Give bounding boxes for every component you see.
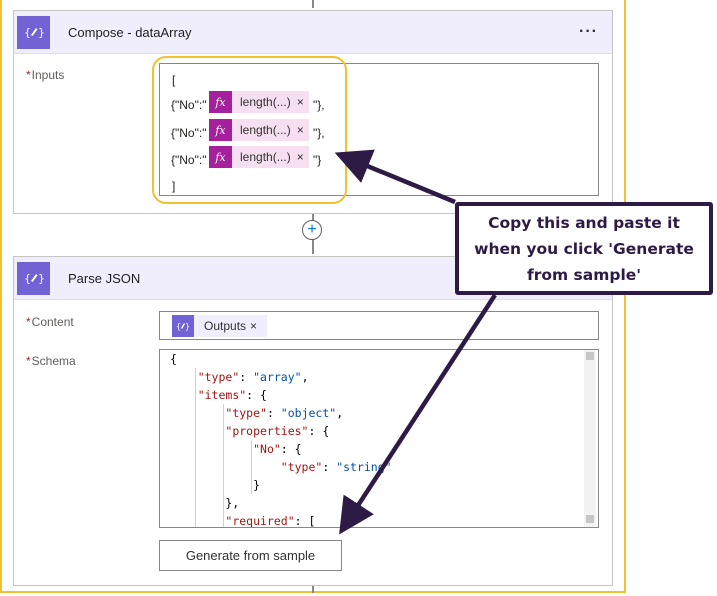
outputs-token-label: Outputs (204, 319, 247, 333)
arrow-to-generate-button (339, 293, 497, 535)
bottom-connector (312, 586, 314, 593)
required-mark: * (26, 315, 31, 329)
remove-token-icon[interactable]: × (250, 319, 258, 333)
close-bracket: ] (172, 179, 176, 193)
required-mark: * (26, 354, 31, 368)
plus-icon[interactable]: + (302, 220, 322, 240)
fx-expression-icon: fx (209, 119, 232, 141)
row-prefix: {"No":" (171, 126, 207, 140)
length-expression-token[interactable]: fx length(...) × (209, 119, 309, 141)
required-mark: * (26, 68, 31, 82)
parse-json-braces-icon: { } (17, 261, 50, 295)
code-line: "properties": { (225, 424, 330, 438)
instruction-callout: Copy this and paste it when you click 'G… (455, 202, 713, 295)
schema-editor[interactable]: { "type": "array", "items": { "type": "o… (159, 349, 599, 528)
svg-text:{: { (24, 272, 31, 285)
token-label: length(...) (240, 95, 291, 109)
generate-from-sample-button[interactable]: Generate from sample (159, 540, 342, 571)
svg-text:{: { (24, 26, 31, 39)
top-connector (312, 0, 314, 8)
compose-title[interactable]: Compose - dataArray (68, 24, 192, 40)
code-line: "No": { (253, 442, 302, 456)
content-field[interactable]: { } Outputs × (159, 311, 599, 340)
compose-braces-icon: { } (17, 15, 50, 49)
schema-label: *Schema (26, 354, 76, 368)
code-line: "type": "string" (280, 460, 392, 474)
outputs-token[interactable]: { } Outputs × (172, 315, 268, 337)
code-line: "required": [ (225, 514, 316, 528)
more-dots-icon[interactable]: ··· (579, 23, 598, 40)
indent-guide (195, 368, 196, 527)
fx-expression-icon: fx (209, 91, 232, 113)
svg-text:}: } (38, 26, 44, 39)
compose-action-card: { } Compose - dataArray ··· *Inputs [ {"… (13, 10, 613, 214)
scroll-up-icon[interactable] (586, 352, 594, 360)
compose-braces-icon: { } (172, 315, 194, 337)
schema-label-text: Schema (31, 354, 76, 368)
compose-card-header[interactable]: { } Compose - dataArray ··· (14, 11, 612, 54)
row-suffix: "}, (313, 126, 325, 140)
code-line: { (170, 352, 177, 366)
inputs-label-text: Inputs (31, 68, 65, 82)
code-line: "type": "array", (197, 370, 309, 384)
indent-guide (251, 440, 252, 494)
schema-scrollbar[interactable] (584, 350, 596, 527)
svg-text:}: } (38, 272, 44, 285)
remove-token-icon[interactable]: × (296, 123, 304, 137)
svg-text:{: { (176, 322, 181, 331)
inputs-field[interactable]: [ {"No":" fx length(...) × "}, {"No":" f… (159, 63, 599, 196)
row-prefix: {"No":" (171, 153, 207, 167)
token-label: length(...) (240, 150, 291, 164)
token-label: length(...) (240, 123, 291, 137)
indent-guide (223, 404, 224, 527)
fx-expression-icon: fx (209, 146, 232, 168)
remove-token-icon[interactable]: × (296, 150, 304, 164)
row-prefix: {"No":" (171, 98, 207, 112)
scroll-down-icon[interactable] (586, 515, 594, 523)
content-label-text: Content (31, 315, 74, 329)
row-suffix: "}, (313, 98, 325, 112)
length-expression-token[interactable]: fx length(...) × (209, 91, 309, 113)
length-expression-token[interactable]: fx length(...) × (209, 146, 309, 168)
remove-token-icon[interactable]: × (296, 95, 304, 109)
code-line: }, (170, 496, 240, 510)
inputs-highlight-box (152, 56, 347, 204)
code-line: } (170, 478, 261, 492)
arrow-to-inputs (334, 149, 456, 205)
code-line: "type": "object", (225, 406, 344, 420)
row-suffix: "} (313, 153, 322, 167)
svg-text:}: } (185, 322, 190, 331)
content-label: *Content (26, 315, 74, 329)
code-line: "items": { (197, 388, 267, 402)
parse-json-title[interactable]: Parse JSON (68, 270, 141, 286)
open-bracket: [ (172, 73, 176, 87)
inputs-label: *Inputs (26, 68, 64, 82)
